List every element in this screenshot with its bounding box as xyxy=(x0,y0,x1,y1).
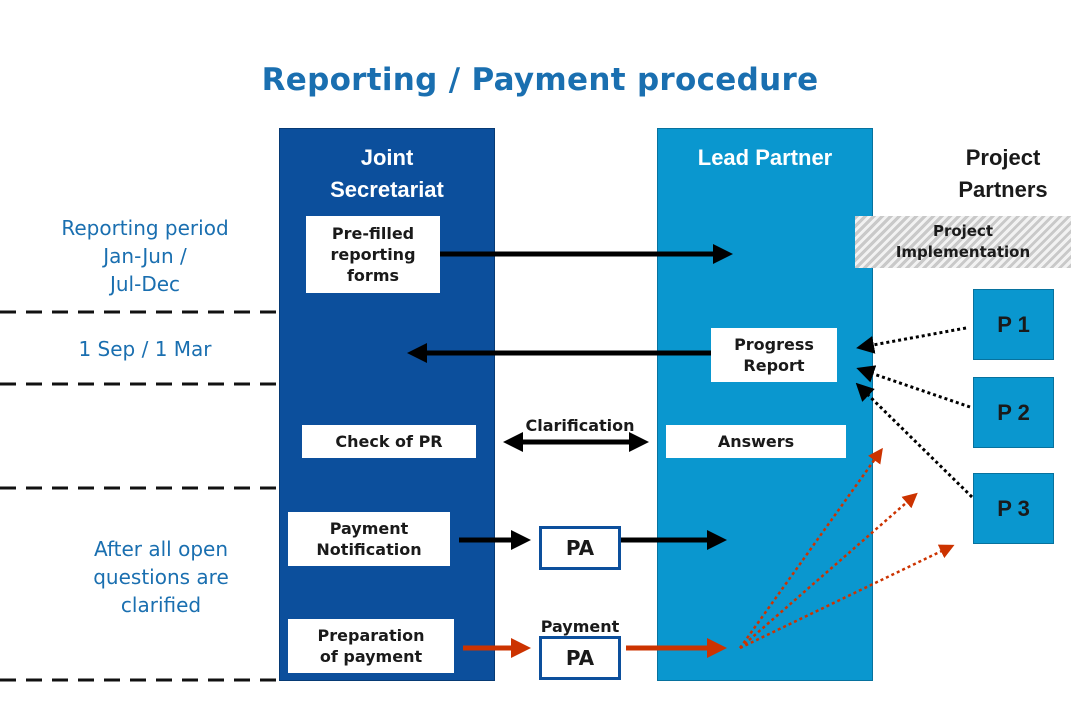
lead-partner-heading: Lead Partner xyxy=(697,145,833,170)
after-clarified-label: After all open questions are clarified xyxy=(93,537,229,617)
dotted-arrow-p1 xyxy=(856,326,967,354)
prefilled-forms-box: Pre-filled reporting forms xyxy=(306,216,440,293)
joint-secretariat-heading: Joint Secretariat xyxy=(330,145,444,202)
partner-p3-box: P 3 xyxy=(973,473,1054,544)
progress-report-box: Progress Report xyxy=(711,328,837,382)
dotted-red-arrow-2 xyxy=(739,492,918,649)
clarification-label: Clarification xyxy=(525,416,635,435)
preparation-of-payment-box: Preparation of payment xyxy=(288,619,454,673)
answers-box: Answers xyxy=(666,425,846,458)
lead-partner-column xyxy=(657,128,873,681)
deadline-label: 1 Sep / 1 Mar xyxy=(78,337,212,361)
partner-p2-box: P 2 xyxy=(973,377,1054,448)
dotted-arrow-p3 xyxy=(855,382,974,499)
dotted-red-arrow-1 xyxy=(738,447,883,649)
partner-p1-box: P 1 xyxy=(973,289,1054,360)
check-of-pr-box: Check of PR xyxy=(302,425,476,458)
payment-label: Payment xyxy=(540,617,620,636)
dotted-red-arrow-3 xyxy=(739,544,955,650)
payment-notification-box: Payment Notification xyxy=(288,512,450,566)
project-implementation-box: Project Implementation xyxy=(855,216,1071,268)
reporting-period-label: Reporting period Jan-Jun / Jul-Dec xyxy=(61,216,229,296)
project-partners-heading: Project Partners xyxy=(958,145,1048,202)
diagram-title: Reporting / Payment procedure xyxy=(261,62,819,98)
pa-box-payment: PA xyxy=(539,636,621,680)
dotted-arrow-p2 xyxy=(856,365,971,409)
pa-box-notification: PA xyxy=(539,526,621,570)
